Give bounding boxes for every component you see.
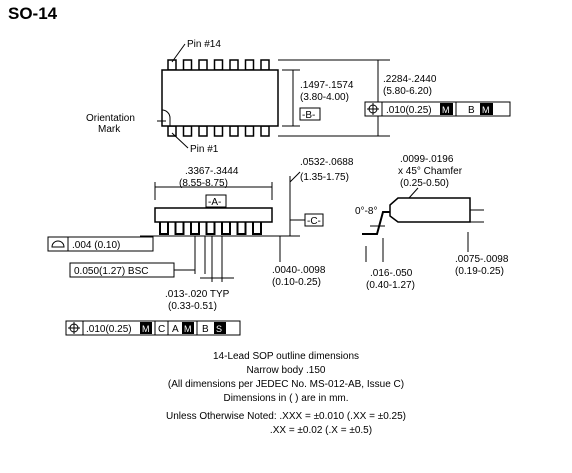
- svg-text:-B-: -B-: [302, 110, 315, 121]
- end-view: .0099-.0196 x 45° Chamfer (0.25-0.50) 0°…: [355, 154, 509, 291]
- lead-thickness-mm: (0.19-0.25): [455, 266, 504, 277]
- coplanarity-frame: [47, 236, 154, 252]
- top-pins-upper: [167, 59, 270, 71]
- side-lead: [236, 222, 247, 235]
- side-lead: [205, 222, 216, 235]
- datum-a: [205, 194, 227, 208]
- body-width-in: .1497-.1574: [300, 80, 354, 91]
- caption-title: 14-Lead SOP outline dimensions: [212, 351, 360, 362]
- svg-text:C: C: [158, 324, 165, 335]
- top-pin: [244, 125, 255, 137]
- lead-thickness-in: .0075-.0098: [455, 254, 509, 265]
- caption-body-size: Narrow body .150: [246, 365, 326, 376]
- lead-width-mm: (0.33-0.51): [168, 301, 217, 312]
- body-width-mm: (3.80-4.00): [300, 92, 349, 103]
- svg-text:-A-: -A-: [208, 197, 221, 208]
- lead-width-in: .013-.020 TYP: [165, 289, 230, 300]
- caption-tolerance-1: Unless Otherwise Noted: .XXX = ±0.010 (.…: [166, 411, 406, 422]
- foot-length-in: .016-.050: [370, 268, 413, 279]
- side-leads: [159, 222, 262, 235]
- orientation-label-2: Mark: [98, 124, 121, 135]
- position-control-frame: .010(0.25) M C A M B S: [65, 320, 241, 336]
- pitch-value: 0.050(1.27) BSC: [74, 266, 149, 277]
- side-view: .3367-.3444 (8.55-8.75) -A- .0532-.0688 …: [47, 157, 354, 336]
- svg-text:A: A: [172, 324, 179, 335]
- svg-text:M: M: [442, 105, 450, 115]
- caption-jedec: (All dimensions per JEDEC No. MS-012-AB,…: [167, 379, 405, 390]
- svg-text:B: B: [468, 105, 475, 116]
- svg-text:.010(0.25): .010(0.25): [386, 105, 432, 116]
- pin14-label: Pin #14: [187, 39, 221, 50]
- top-body: [161, 69, 279, 127]
- length-in: .3367-.3444: [185, 166, 239, 177]
- orientation-notch: [161, 109, 171, 126]
- top-pin: [260, 125, 270, 137]
- foot-length-mm: (0.40-1.27): [366, 280, 415, 291]
- pin1-leader: [171, 132, 189, 149]
- standoff-in: .0040-.0098: [272, 265, 326, 276]
- top-view: Pin #14 Pin #1 Orientation Mark .1497-.1…: [86, 39, 511, 155]
- svg-text:B: B: [202, 324, 209, 335]
- top-pin: [198, 125, 208, 137]
- lead-angle: 0°-8°: [355, 206, 377, 217]
- orientation-label: Orientation: [86, 113, 135, 124]
- top-pin: [198, 59, 208, 71]
- top-pin: [229, 125, 239, 137]
- svg-text:S: S: [216, 324, 222, 334]
- side-lead: [159, 222, 169, 235]
- side-lead: [252, 222, 262, 235]
- span-in: .2284-.2440: [383, 74, 437, 85]
- svg-text:M: M: [142, 324, 150, 334]
- chamfer-mm: (0.25-0.50): [400, 178, 449, 189]
- svg-text:M: M: [482, 105, 490, 115]
- svg-text:M: M: [184, 324, 192, 334]
- datum-b: [299, 107, 321, 121]
- chamfer-in: .0099-.0196: [400, 154, 454, 165]
- top-pin: [260, 59, 270, 71]
- top-pin: [167, 125, 177, 137]
- flatness-control-frame: .010(0.25) M B M: [364, 101, 511, 117]
- top-pin: [213, 125, 224, 137]
- height-mm: (1.35-1.75): [300, 172, 349, 183]
- side-lead: [221, 222, 231, 235]
- page-title: SO-14: [8, 4, 58, 23]
- svg-text:-C-: -C-: [307, 216, 321, 227]
- span-mm: (5.80-6.20): [383, 86, 432, 97]
- coplanarity-value: .004 (0.10): [72, 240, 120, 251]
- chamfer-angle: x 45° Chamfer: [398, 166, 463, 177]
- side-body: [154, 207, 273, 223]
- top-pin: [182, 125, 193, 137]
- gull-wing-lead: [362, 211, 390, 235]
- length-mm: (8.55-8.75): [179, 178, 228, 189]
- pin1-label: Pin #1: [190, 144, 219, 155]
- standoff-mm: (0.10-0.25): [272, 277, 321, 288]
- top-pin: [244, 59, 255, 71]
- top-pin: [229, 59, 239, 71]
- top-pins-lower: [167, 125, 270, 137]
- top-pin: [213, 59, 224, 71]
- pin14-leader: [171, 43, 186, 63]
- caption-units: Dimensions in ( ) are in mm.: [223, 393, 349, 404]
- height-in: .0532-.0688: [300, 157, 354, 168]
- svg-text:.010(0.25): .010(0.25): [86, 324, 132, 335]
- side-lead: [190, 222, 200, 235]
- side-lead: [174, 222, 185, 235]
- end-body: [389, 197, 471, 223]
- top-pin: [182, 59, 193, 71]
- caption-tolerance-2: .XX = ±0.02 (.X = ±0.5): [269, 425, 373, 436]
